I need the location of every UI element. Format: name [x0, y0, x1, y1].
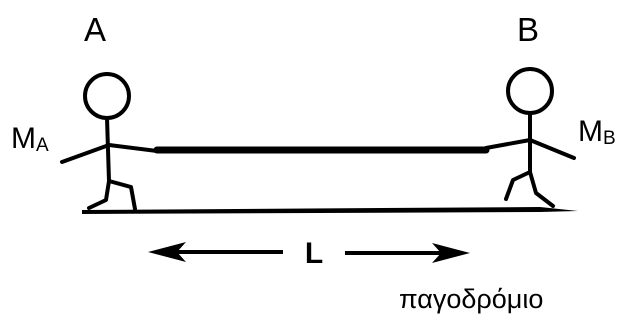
ice-rink-label: παγοδρόμιο [399, 284, 543, 314]
head-b [506, 67, 554, 115]
distance-arrowhead-left [148, 242, 186, 262]
right-arm-b [528, 138, 576, 160]
left-leg-b [504, 170, 532, 201]
body-a [105, 116, 111, 183]
person-b-label: B [517, 11, 539, 48]
mass-b-label: MB [578, 115, 616, 149]
left-arm-a [60, 143, 111, 164]
stick-figure-b [484, 67, 576, 208]
distance-arrowhead-right [432, 243, 470, 263]
left-leg-a [87, 179, 111, 210]
person-a-label: A [84, 11, 106, 48]
stick-figure-a [60, 72, 159, 211]
right-arm-a [107, 143, 159, 153]
distance-arrow [148, 242, 470, 263]
left-arm-b [484, 138, 532, 150]
right-leg-b [528, 170, 555, 208]
right-leg-a [107, 179, 137, 211]
head-a [83, 72, 131, 120]
mass-a-label: MA [11, 122, 49, 156]
ice-surface-line [82, 207, 578, 214]
distance-label: L [305, 237, 323, 270]
